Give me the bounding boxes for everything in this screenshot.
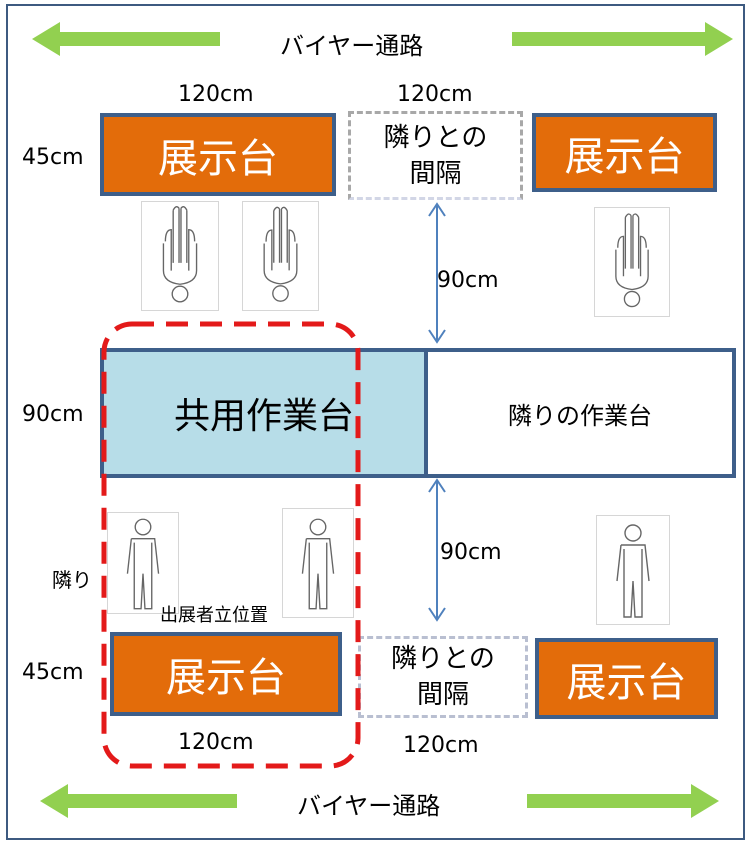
table-depth-label: 90cm [22, 402, 84, 427]
shared-work-table: 共用作業台 [100, 348, 428, 478]
display-table-label: 展示台 [564, 133, 685, 180]
display-table-label: 展示台 [566, 659, 687, 706]
person-topdown-icon [242, 201, 319, 311]
aisle-label-bottom: バイヤー通路 [297, 792, 441, 820]
top-gap-width-label: 120cm [397, 82, 473, 107]
person-standing-icon [282, 508, 354, 618]
exhibitor-position-label: 出展者立位置 [160, 605, 268, 626]
bottom-left-width-label: 120cm [178, 730, 254, 755]
bottom-gap-width-label: 120cm [403, 733, 479, 758]
spacing-bottom-label: 90cm [440, 540, 502, 565]
aisle-label-top: バイヤー通路 [280, 32, 424, 60]
neighbor-gap-top: 隣りとの間隔 [348, 111, 523, 200]
bottom-depth-label: 45cm [22, 660, 84, 685]
neighbor-work-table: 隣りの作業台 [424, 348, 736, 478]
person-topdown-icon [141, 201, 219, 311]
display-table-top-left: 展示台 [100, 113, 336, 196]
top-depth-label: 45cm [22, 145, 84, 170]
gap-line2: 間隔 [416, 680, 469, 710]
spacing-top-label: 90cm [437, 268, 499, 293]
display-table-label: 展示台 [158, 135, 278, 182]
gap-line1: 隣りとの [383, 122, 488, 153]
top-left-width-label: 120cm [178, 82, 254, 107]
neighbor-label: 隣り [52, 568, 92, 592]
person-topdown-icon [594, 207, 670, 317]
person-standing-icon [596, 515, 670, 625]
neighbor-gap-bottom: 隣りとの間隔 [358, 636, 528, 718]
gap-line2: 間隔 [409, 158, 462, 189]
gap-line1: 隣りとの [391, 644, 495, 674]
shared-table-label: 共用作業台 [173, 396, 354, 437]
display-table-label: 展示台 [166, 655, 286, 701]
layout-frame [6, 4, 745, 840]
display-table-bottom-right: 展示台 [535, 638, 718, 719]
neighbor-table-label: 隣りの作業台 [508, 401, 652, 430]
display-table-top-right: 展示台 [532, 113, 717, 192]
display-table-bottom-left: 展示台 [110, 632, 342, 716]
person-standing-icon [107, 512, 179, 614]
